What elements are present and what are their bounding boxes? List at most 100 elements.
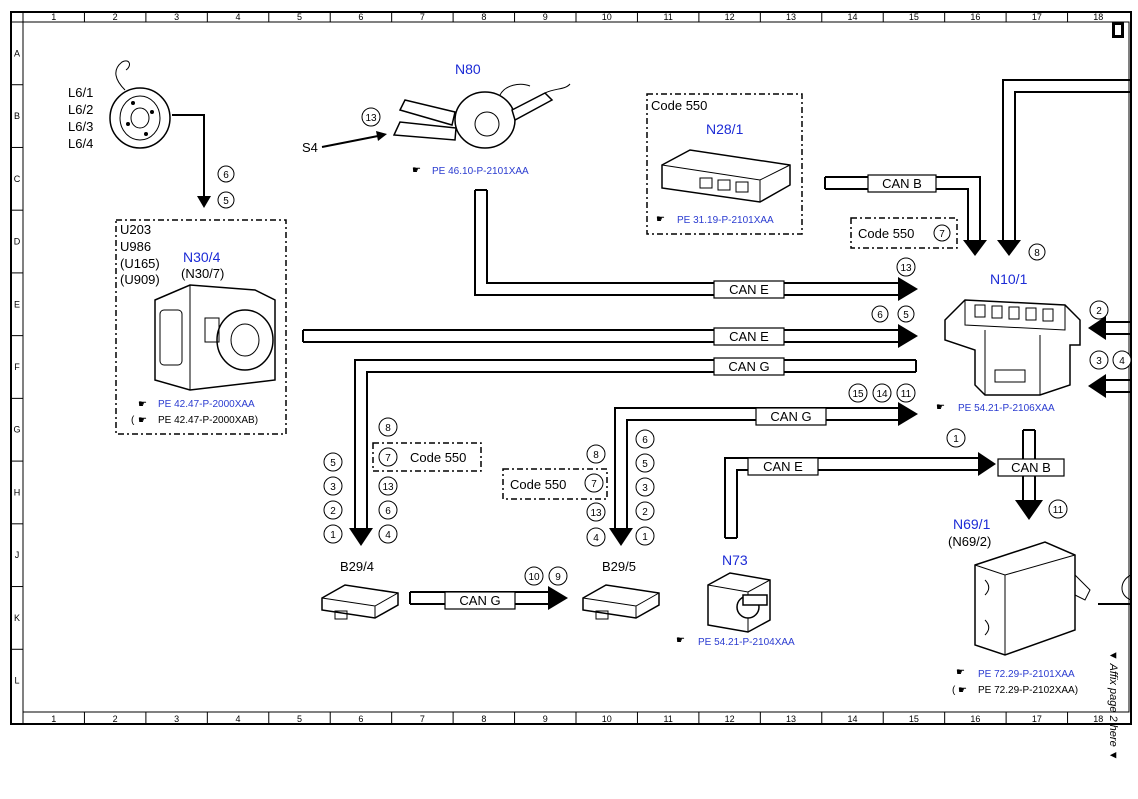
grid-column-label: 17 [1032,714,1042,724]
n69-ref: PE 72.29-P-2101XAA [978,669,1075,680]
pin-circle: 5 [323,452,343,472]
grid-column-label: 5 [297,12,302,22]
grid-column-label: 7 [420,12,425,22]
grid-column-label: 10 [602,12,612,22]
door-module-drawing [974,541,1091,656]
n69-ref-alt-icon: ☛ [958,685,967,696]
svg-text:2: 2 [330,506,336,517]
grid-column-label: 12 [725,12,735,22]
svg-text:9: 9 [555,572,561,583]
n73-ref-icon: ☛ [676,635,685,646]
grid-row-label: C [14,174,21,184]
pin-circle: 2 [1089,300,1109,320]
svg-text:5: 5 [330,458,336,469]
pin-circle: 6 [871,305,889,323]
svg-text:8: 8 [385,423,391,434]
can-g-2-label: CAN G [770,409,811,424]
grid-column-label: 3 [174,12,179,22]
n30-id-alt: (N30/7) [181,266,224,281]
svg-text:4: 4 [593,533,599,544]
pin-circle: 3 [323,476,343,496]
grid-column-label: 2 [113,12,118,22]
can-g-3-label: CAN G [459,593,500,608]
pin-circle: 7 [378,447,398,467]
grid-column-label: 14 [847,714,857,724]
steering-column-module-drawing [392,83,571,149]
svg-text:8: 8 [1034,248,1040,259]
n69-ref-alt: PE 72.29-P-2102XAA) [978,685,1078,696]
svg-text:13: 13 [365,113,377,124]
svg-text:3: 3 [642,483,648,494]
n80-id: N80 [455,61,481,77]
pin-circle: 4 [378,524,398,544]
n30-frame [115,219,287,435]
pin-circle: 3 [635,477,655,497]
svg-text:5: 5 [903,310,909,321]
svg-text:15: 15 [852,389,864,400]
n69-id: N69/1 [953,516,991,532]
svg-text:13: 13 [900,263,912,274]
s4-label: S4 [302,140,318,155]
can-b-top-label: CAN B [882,176,922,191]
grid-column-label: 16 [970,12,980,22]
corner-mark-icon [1112,22,1124,38]
grid-row-label: G [13,425,20,435]
svg-text:3: 3 [330,482,336,493]
pin-circle: 15 [848,383,868,403]
code-550-b295 [502,468,608,500]
svg-text:13: 13 [590,508,602,519]
svg-text:7: 7 [385,453,391,464]
can-g-1-label: CAN G [728,359,769,374]
sam-module-drawing [944,299,1081,396]
n69-ref-alt-paren: ( [952,685,956,696]
svg-text:3: 3 [1096,356,1102,367]
code-550-b294 [372,442,482,472]
grid-column-label: 5 [297,714,302,724]
pin-circle: 13 [378,476,398,496]
code-550-n10-text: Code 550 [858,226,914,241]
pin-circle: 6 [378,500,398,520]
svg-text:14: 14 [876,389,888,400]
grid-column-label: 18 [1093,12,1103,22]
grid-column-label: 6 [358,12,363,22]
n69-id-alt: (N69/2) [948,534,991,549]
code-550-n10 [850,217,958,249]
n10-id: N10/1 [990,271,1028,287]
grid-column-label: 11 [663,714,672,724]
grid-column-label: 14 [847,12,857,22]
svg-text:4: 4 [385,530,391,541]
grid-column-label: 6 [358,714,363,724]
grid-row-label: E [14,299,20,309]
l6-label-1: L6/1 [68,85,93,100]
radar-sensor-b295-drawing [582,584,660,620]
pin-circle: 14 [872,383,892,403]
pin-circle: 6 [635,429,655,449]
svg-text:1: 1 [642,532,648,543]
n30-variant-3: (U165) [120,256,160,271]
grid-column-label: 7 [420,714,425,724]
grid-row-label: D [14,237,21,247]
grid-row-label: J [15,550,20,560]
svg-text:6: 6 [385,506,391,517]
l6-label-2: L6/2 [68,102,93,117]
pin-circle: 8 [378,417,398,437]
pin-circle: 3 [1089,350,1109,370]
pin-circle: 13 [361,107,381,127]
grid-column-label: 10 [602,714,612,724]
abs-control-unit-drawing [154,284,276,391]
wheel-speed-sensor-l6: L6/1 L6/2 L6/3 L6/4 [68,60,171,151]
grid-column-label: 13 [786,12,796,22]
n28-id: N28/1 [706,121,744,137]
svg-text:6: 6 [877,310,883,321]
n10-ref: PE 54.21-P-2106XAA [958,403,1055,414]
n80-ref: PE 46.10-P-2101XAA [432,166,529,177]
grid-column-label: 15 [909,714,919,724]
grid-column-label: 9 [543,714,548,724]
pin-circle: 13 [896,257,916,277]
svg-text:13: 13 [382,482,394,493]
grid-column-label: 1 [51,714,56,724]
pin-circle: 13 [586,502,606,522]
grid-row-label: K [14,613,20,623]
